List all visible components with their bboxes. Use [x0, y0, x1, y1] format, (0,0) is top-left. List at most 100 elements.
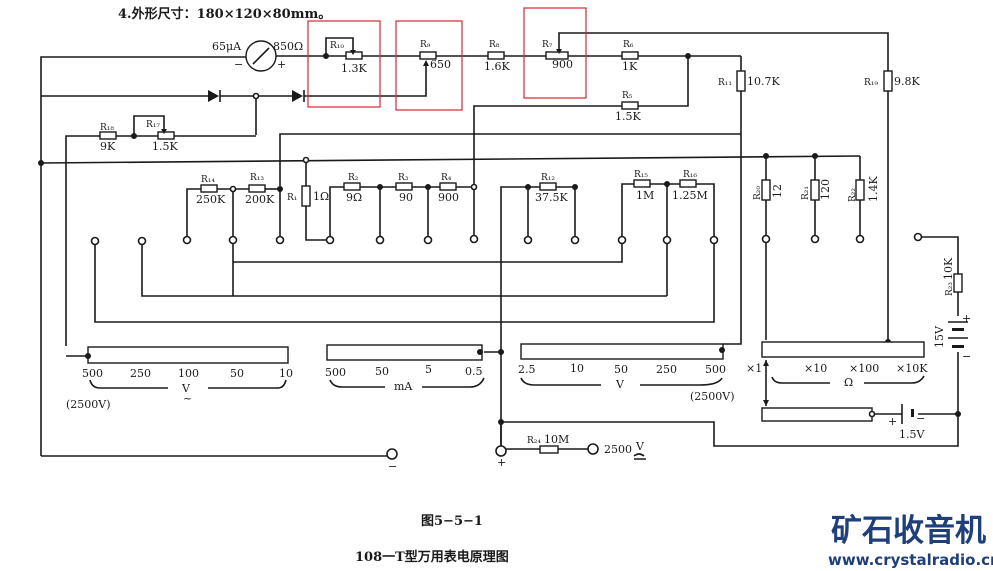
terminal-2500v[interactable]: 2500 V — [587, 440, 646, 460]
resistor-r1 — [301, 185, 311, 207]
schematic-label: R₁₃ — [250, 173, 264, 183]
schematic-label: 10.7K — [747, 75, 780, 88]
schematic-label: ~ — [183, 392, 192, 405]
schematic-label: 250 — [656, 363, 677, 376]
figure-title: 108一T型万用表电原理图 — [355, 549, 509, 565]
ammeter: 65μA 850Ω − + — [212, 40, 303, 72]
schematic-label: ×1 — [746, 362, 762, 375]
highlight-box-r7 — [523, 7, 587, 99]
resistor-r14 — [200, 184, 218, 193]
figure-number: 图5−5−1 — [421, 514, 483, 529]
schematic-label: 2500 — [604, 443, 632, 456]
schematic-label: 1Ω — [313, 190, 329, 203]
schematic-label: R₂₀ — [753, 186, 763, 200]
schematic-label: 90 — [399, 191, 413, 204]
schematic-label: ×100 — [849, 362, 879, 375]
schematic-label: 900 — [552, 58, 573, 71]
schematic-label: 15V — [933, 325, 946, 348]
schematic-label: 1.4K — [867, 176, 880, 202]
schematic-label: 12 — [771, 184, 784, 198]
resistor-r22 — [855, 179, 865, 201]
schematic-label: R₉ — [420, 40, 431, 50]
schematic-label: 1.3K — [341, 62, 367, 75]
resistor-r19 — [883, 70, 893, 92]
schematic-label: R₂ — [348, 173, 359, 183]
schematic-label: 1.25M — [672, 189, 708, 202]
schematic-label: 37.5K — [535, 191, 568, 204]
schematic-label: 1.6K — [484, 60, 510, 73]
watermark-url: www.crystalradio.cn — [828, 551, 993, 569]
resistor-r16 — [679, 179, 697, 188]
schematic-label: R₁₂ — [541, 173, 555, 183]
schematic-label: 50 — [230, 367, 244, 380]
meter-resistance-label: 850Ω — [273, 40, 303, 53]
schematic-label: R₅ — [622, 91, 633, 101]
resistor-r3 — [395, 182, 413, 191]
resistor-labels: R₁₀ 1.3K R₉ 650 R₈ 1.6K R₇ 900 R₆ 1K R₅ … — [100, 40, 955, 446]
resistor-r5 — [621, 101, 639, 110]
schematic-label: R₁₀ — [330, 41, 344, 51]
schematic-label: 10 — [570, 362, 584, 375]
schematic-label: 500 — [82, 367, 103, 380]
resistor-r11 — [736, 70, 746, 92]
resistor-r21 — [810, 179, 820, 201]
terminal-com[interactable]: − — [386, 448, 398, 473]
resistor-r8 — [487, 51, 505, 60]
schematic-label: 250 — [130, 367, 151, 380]
schematic-label: R₂₂ — [848, 188, 858, 202]
schematic-label: R₂₁ — [801, 186, 811, 200]
schematic-label: 10M — [544, 433, 569, 446]
dcv-scale: 2.5 10 50 250 500 V (2500V) — [518, 343, 735, 403]
schematic-label: 100 — [178, 367, 199, 380]
resistor-r20 — [761, 179, 771, 201]
schematic-label: 10K — [942, 257, 955, 280]
schematic-label: 1M — [636, 189, 654, 202]
meter-plus-label: + — [277, 58, 286, 71]
schematic-label: 1.5K — [152, 140, 178, 153]
schematic-label: V — [635, 440, 645, 453]
resistor-r4 — [439, 182, 457, 191]
schematic-label: 50 — [614, 363, 628, 376]
schematic-label: (2500V) — [66, 398, 111, 411]
resistor-r7 — [545, 51, 569, 60]
highlight-box-r10 — [307, 20, 381, 108]
schematic-label: ×10K — [896, 362, 928, 375]
schematic-label: + — [962, 312, 971, 325]
schematic-label: 120 — [819, 179, 832, 200]
schematic-label: 200K — [245, 193, 275, 206]
schematic-label: 1K — [622, 60, 638, 73]
resistor-r9 — [419, 51, 437, 60]
schematic-label: 9Ω — [346, 191, 362, 204]
schematic-label: 9K — [100, 140, 116, 153]
schematic-label: V — [181, 382, 191, 395]
wires — [40, 32, 959, 457]
schematic-label: R₁₅ — [634, 170, 648, 180]
schematic-label: 250K — [196, 193, 226, 206]
resistor-r12 — [539, 182, 557, 191]
schematic-label: + — [497, 456, 506, 469]
schematic-label: R₁₆ — [683, 170, 697, 180]
junctions — [38, 53, 961, 425]
schematic-label: 2.5 — [518, 363, 536, 376]
schematic-label: R₁₈ — [100, 123, 114, 133]
resistor-r17 — [157, 131, 175, 140]
schematic-label: − — [388, 460, 397, 473]
schematic-label: 500 — [325, 366, 346, 379]
switch-contacts — [90, 232, 923, 246]
resistor-r13 — [248, 184, 266, 193]
resistor-r23 — [953, 273, 963, 293]
battery-15v: 15V + − — [933, 312, 971, 363]
schematic-label: − — [962, 350, 971, 363]
schematic-label: R₇ — [542, 40, 553, 50]
terminal-positive[interactable]: + — [495, 445, 507, 469]
diode-2 — [292, 90, 305, 102]
schematic-label: 50 — [375, 365, 389, 378]
schematic-label: 1.5K — [615, 110, 641, 123]
schematic-label: V — [615, 378, 625, 391]
resistor-r24 — [539, 445, 559, 454]
acv-scale: 500 250 100 50 10 V ~ (2500V) — [66, 346, 293, 411]
schematic-label: R₈ — [489, 40, 500, 50]
schematic-label: + — [888, 415, 897, 428]
resistors — [99, 49, 963, 454]
